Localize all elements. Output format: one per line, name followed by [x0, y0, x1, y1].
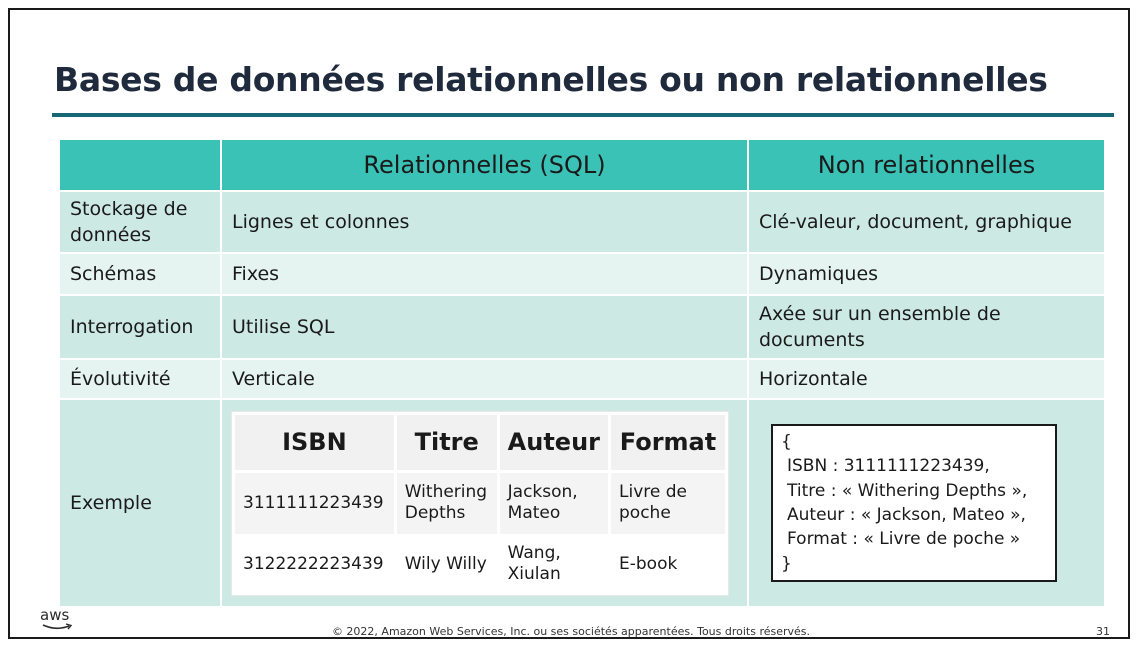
table-row: 3122222223439 Wily Willy Wang, Xiulan E-…	[232, 533, 728, 595]
column-header-format: Format	[608, 411, 728, 473]
row-querying: Interrogation Utilise SQL Axée sur un en…	[58, 294, 1106, 360]
sql-example-header-row: ISBN Titre Auteur Format	[232, 411, 728, 473]
header-nosql: Non relationnelles	[747, 138, 1106, 192]
format-cell: Livre de poche	[608, 469, 728, 537]
format-cell: E-book	[608, 533, 728, 595]
title-cell: Wily Willy	[393, 533, 500, 595]
row-label: Exemple	[58, 398, 222, 608]
author-cell: Wang, Xiulan	[496, 533, 612, 595]
sql-example-cell: ISBN Titre Auteur Format 3111111223439 W…	[220, 398, 749, 608]
row-label: Stockage de données	[58, 190, 222, 254]
sql-value: Utilise SQL	[220, 294, 749, 360]
title-underline	[52, 113, 1114, 117]
isbn-cell: 3111111223439	[232, 469, 397, 537]
nosql-value: Clé-valeur, document, graphique	[747, 190, 1106, 254]
row-label: Interrogation	[58, 294, 222, 360]
nosql-value: Dynamiques	[747, 252, 1106, 296]
title-cell: Withering Depths	[393, 469, 500, 537]
sql-value: Lignes et colonnes	[220, 190, 749, 254]
nosql-document-box: { ISBN : 3111111223439, Titre : « Wither…	[771, 423, 1057, 583]
document-field-author: Auteur : « Jackson, Mateo »,	[787, 505, 1026, 525]
row-schemas: Schémas Fixes Dynamiques	[58, 252, 1106, 296]
document-field-isbn: ISBN : 3111111223439,	[787, 456, 990, 477]
aws-logo-text: aws	[40, 606, 70, 624]
nosql-example-cell: { ISBN : 3111111223439, Titre : « Wither…	[747, 398, 1106, 608]
column-header-isbn: ISBN	[232, 411, 397, 473]
document-brace-open: {	[781, 431, 792, 452]
author-cell: Jackson, Mateo	[496, 469, 612, 537]
copyright-footer: © 2022, Amazon Web Services, Inc. ou ses…	[331, 625, 811, 638]
slide-title: Bases de données relationnelles ou non r…	[54, 60, 1048, 99]
row-data-storage: Stockage de données Lignes et colonnes C…	[58, 190, 1106, 254]
aws-logo: aws	[40, 607, 80, 633]
sql-example-table: ISBN Titre Auteur Format 3111111223439 W…	[232, 411, 728, 595]
comparison-header-row: Relationnelles (SQL) Non relationnelles	[58, 138, 1106, 192]
nosql-value: Axée sur un ensemble de documents	[747, 294, 1106, 360]
aws-smile-icon	[42, 623, 73, 630]
table-row: 3111111223439 Withering Depths Jackson, …	[232, 469, 728, 537]
column-header-title: Titre	[393, 411, 500, 473]
slide: Bases de données relationnelles ou non r…	[8, 8, 1130, 639]
nosql-value: Horizontale	[747, 358, 1106, 400]
document-brace-close: }	[781, 553, 792, 574]
document-field-format: Format : « Livre de poche »	[787, 529, 1021, 550]
row-example: Exemple ISBN Titre	[58, 398, 1106, 608]
isbn-cell: 3122222223439	[232, 533, 397, 595]
sql-value: Verticale	[220, 358, 749, 400]
header-sql: Relationnelles (SQL)	[220, 138, 749, 192]
document-field-title: Titre : « Withering Depths »,	[787, 480, 1028, 501]
page-number: 31	[1096, 625, 1110, 638]
comparison-table: Relationnelles (SQL) Non relationnelles …	[58, 138, 1106, 608]
column-header-author: Auteur	[496, 411, 612, 473]
row-label: Évolutivité	[58, 358, 222, 400]
row-scalability: Évolutivité Verticale Horizontale	[58, 358, 1106, 400]
sql-value: Fixes	[220, 252, 749, 296]
row-label: Schémas	[58, 252, 222, 296]
header-empty-cell	[58, 138, 222, 192]
